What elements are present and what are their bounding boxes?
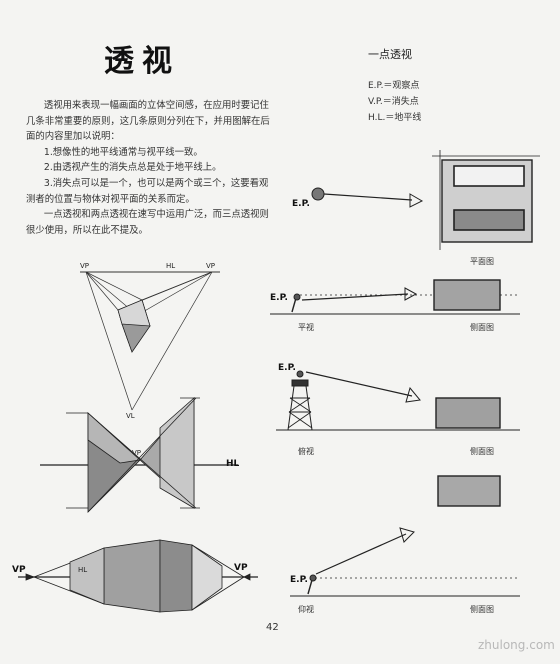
principle-3: 3.消失点可以是一个，也可以是两个或三个，这要看观测者的位置与物体对视平面的关系… [26,177,269,205]
up-ep-label: E.P. [290,575,308,585]
intro-text: 透视用来表现一幅画面的立体空间感，在应用时要记住几条非常重要的原则，这几条原则分… [26,98,270,238]
sketch1-vp-right: VP [206,262,215,270]
bowtie-sketch [40,396,238,513]
down-ep-label: E.P. [278,363,296,373]
caption-up-view: 仰视 [298,605,314,614]
legend-vp: V.P.＝消失点 [368,97,419,107]
sketch1-vp-left: VP [80,262,89,270]
principle-2: 2.由透视产生的消失点总是处于地平线上。 [43,162,222,174]
sketch1-vl: VL [126,412,135,420]
three-point-sketch [80,271,220,411]
legend: E.P.＝观察点 V.P.＝消失点 H.L.＝地平线 [368,78,421,126]
section-title: 一点透视 [368,48,412,61]
sketch2-vp: VP [132,449,141,457]
paragraph-closing: 一点透视和两点透视在速写中运用广泛，而三点透视则很少使用，所以在此不提及。 [26,209,269,236]
sketch3-vp-left: VP [12,565,26,575]
sketch2-hl: HL [226,459,240,469]
legend-ep: E.P.＝观察点 [368,81,420,91]
plan-view-sketch [311,150,540,250]
caption-side-3: 侧面图 [470,605,494,614]
page-title: 透视 [104,44,180,79]
sketch3-vp-right: VP [234,563,248,573]
caption-level-view: 平视 [298,323,314,332]
plan-ep-label: E.P. [292,199,310,209]
up-view-sketch [290,475,520,597]
principle-1: 1.想像性的地平线通常与视平线一致。 [43,146,203,158]
paragraph-intro: 透视用来表现一幅画面的立体空间感，在应用时要记住几条非常重要的原则，这几条原则分… [26,100,270,143]
caption-side-2: 侧面图 [470,447,494,456]
caption-side-1: 侧面图 [470,323,494,332]
two-point-sketch [18,539,258,613]
sketch1-hl: HL [166,262,175,270]
legend-hl: H.L.＝地平线 [368,113,422,123]
caption-down-view: 俯视 [298,447,314,456]
sketch3-hl: HL [78,566,87,574]
level-ep-label: E.P. [270,293,288,303]
watermark: zhulong.com [478,638,555,652]
down-view-sketch [276,370,520,431]
page-number: 42 [266,622,279,633]
caption-plan: 平面图 [470,257,494,266]
level-view-sketch [270,279,520,315]
